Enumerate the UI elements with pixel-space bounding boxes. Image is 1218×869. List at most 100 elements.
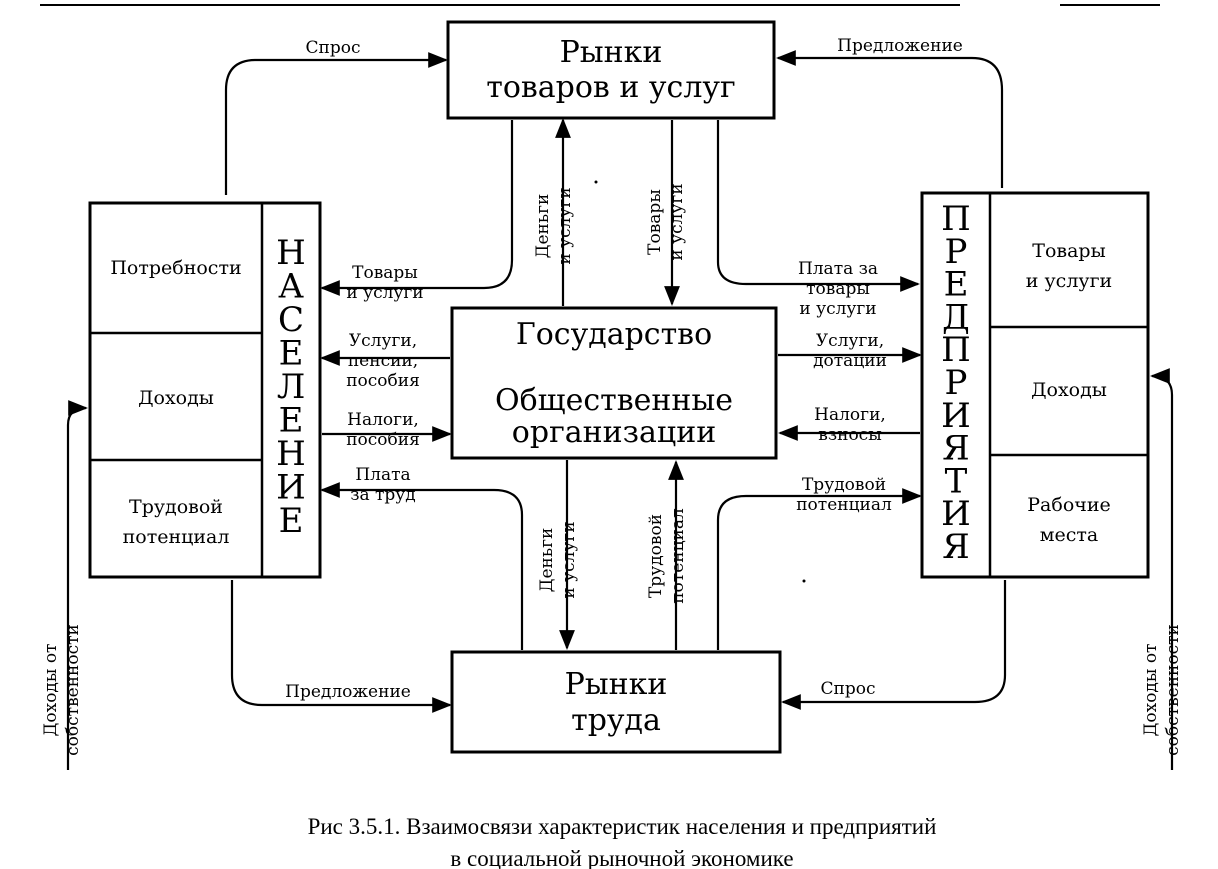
label-labor-potential-ent: потенциал	[796, 495, 892, 515]
label-pay-for-labor: Плата	[355, 465, 410, 485]
enterprises-title-letter: П	[941, 199, 971, 239]
label-pay-for-goods: Плата за	[798, 259, 878, 279]
label-services-pensions: пенсии,	[348, 351, 418, 371]
label-services-subsidies: Услуги,	[816, 331, 884, 351]
label-line: Товары	[645, 189, 665, 255]
enterprises-cell-text: места	[1040, 524, 1099, 546]
enterprises-title-letter: Р	[945, 363, 968, 403]
population-title-letter: С	[278, 300, 304, 340]
enterprises-cell-text: Рабочие	[1027, 494, 1110, 516]
label-labor-potential-ent: Трудовой	[802, 475, 886, 495]
label-taxes-ent: Налоги,	[814, 405, 886, 425]
enterprises-title-letter: Е	[944, 265, 969, 305]
population-title-letter: Н	[276, 233, 306, 273]
caption-line1: Рис 3.5.1. Взаимосвязи характеристик нас…	[308, 814, 937, 839]
arrow-supply-bottom	[230, 580, 452, 713]
population-title-letter: Е	[279, 401, 304, 441]
label-line: Доходы от	[41, 644, 61, 737]
population-cell-text: потенциал	[123, 526, 230, 548]
enterprises-title-letter: П	[941, 330, 971, 370]
population-title-letter: Н	[276, 434, 306, 474]
arrow-pay-to-enterprises	[716, 120, 920, 292]
arrow-property-income-left	[66, 400, 88, 770]
label-line: Деньги	[533, 194, 553, 259]
state-line1: Государство	[516, 317, 712, 352]
enterprises-title-letter: И	[941, 396, 971, 436]
label-taxes-pop: Налоги,	[347, 410, 419, 430]
label-pay-for-goods: и услуги	[799, 299, 876, 319]
population-title-letter: И	[276, 468, 306, 508]
goods-market-line1: Рынки	[560, 35, 663, 70]
state-box: Государство Общественные организации	[450, 306, 778, 460]
arrow-property-income-right	[1150, 368, 1174, 770]
scan-speck-2	[802, 579, 806, 583]
arrow-demand-top	[224, 52, 448, 195]
label-services-subsidies: дотации	[813, 351, 887, 371]
arrow-labor-to-enterprises	[716, 488, 922, 650]
label-line: собственности	[63, 624, 83, 756]
population-cell-text: Доходы	[138, 387, 214, 409]
label-demand-bottom: Спрос	[821, 679, 876, 699]
label-demand-top: Спрос	[306, 38, 361, 58]
label-services-pensions: Услуги,	[349, 331, 417, 351]
arrow-demand-bottom	[781, 580, 1007, 710]
enterprises-title-letter: Я	[942, 429, 969, 469]
label-line: и услуги	[559, 521, 579, 598]
goods-market-line2: товаров и услуг	[486, 70, 736, 105]
state-line3: организации	[512, 415, 716, 450]
enterprises-title-letter: Т	[945, 461, 968, 501]
label-goods-to-pop: и услуги	[346, 283, 423, 303]
population-cell-text: Потребности	[110, 257, 241, 279]
population-title-letter: Е	[279, 334, 304, 374]
label-line: Деньги	[537, 528, 557, 593]
label-taxes-ent: взносы	[818, 425, 881, 445]
population-title-letter: А	[278, 267, 304, 307]
labor-market-line1: Рынки	[565, 667, 668, 702]
label-line: Доходы от	[1141, 644, 1161, 737]
label-line: Трудовой	[646, 514, 666, 598]
label-services-pensions: пособия	[346, 371, 420, 391]
labor-market-line2: труда	[571, 703, 661, 738]
labor-market-box: Рынки труда	[450, 650, 782, 754]
arrow-pay-for-labor	[320, 482, 524, 650]
label-line: и услуги	[555, 187, 575, 264]
label-pay-for-goods: товары	[806, 279, 870, 299]
goods-market-box: Рынки товаров и услуг	[446, 20, 776, 120]
enterprises-title-letter: Д	[942, 297, 970, 337]
population-title-letter: Е	[279, 501, 304, 541]
population-cell-text: Трудовой	[129, 496, 223, 518]
enterprises-title-letter: Р	[945, 232, 968, 272]
label-line: собственности	[1163, 624, 1183, 756]
enterprises-cell-text: Товары	[1032, 240, 1105, 262]
state-line2: Общественные	[495, 383, 733, 418]
label-goods-to-pop: Товары	[352, 263, 418, 283]
enterprises-cell-text: и услуги	[1026, 270, 1112, 292]
scan-speck	[594, 180, 598, 184]
label-supply-bottom: Предложение	[285, 682, 411, 702]
label-line: потенциал	[668, 508, 688, 604]
label-pay-for-labor: за труд	[350, 485, 416, 505]
enterprises-title-letter: И	[941, 494, 971, 534]
enterprises-title-letter: Я	[942, 527, 969, 567]
arrow-supply-top	[776, 50, 1004, 188]
arrow-goods-to-population	[320, 120, 514, 296]
population-title-letter: Л	[277, 367, 305, 407]
enterprises-cell-text: Доходы	[1031, 379, 1107, 401]
label-supply-top: Предложение	[837, 36, 963, 56]
caption-line2: в социальной рыночной экономике	[450, 846, 793, 869]
label-line: и услуги	[667, 183, 687, 260]
